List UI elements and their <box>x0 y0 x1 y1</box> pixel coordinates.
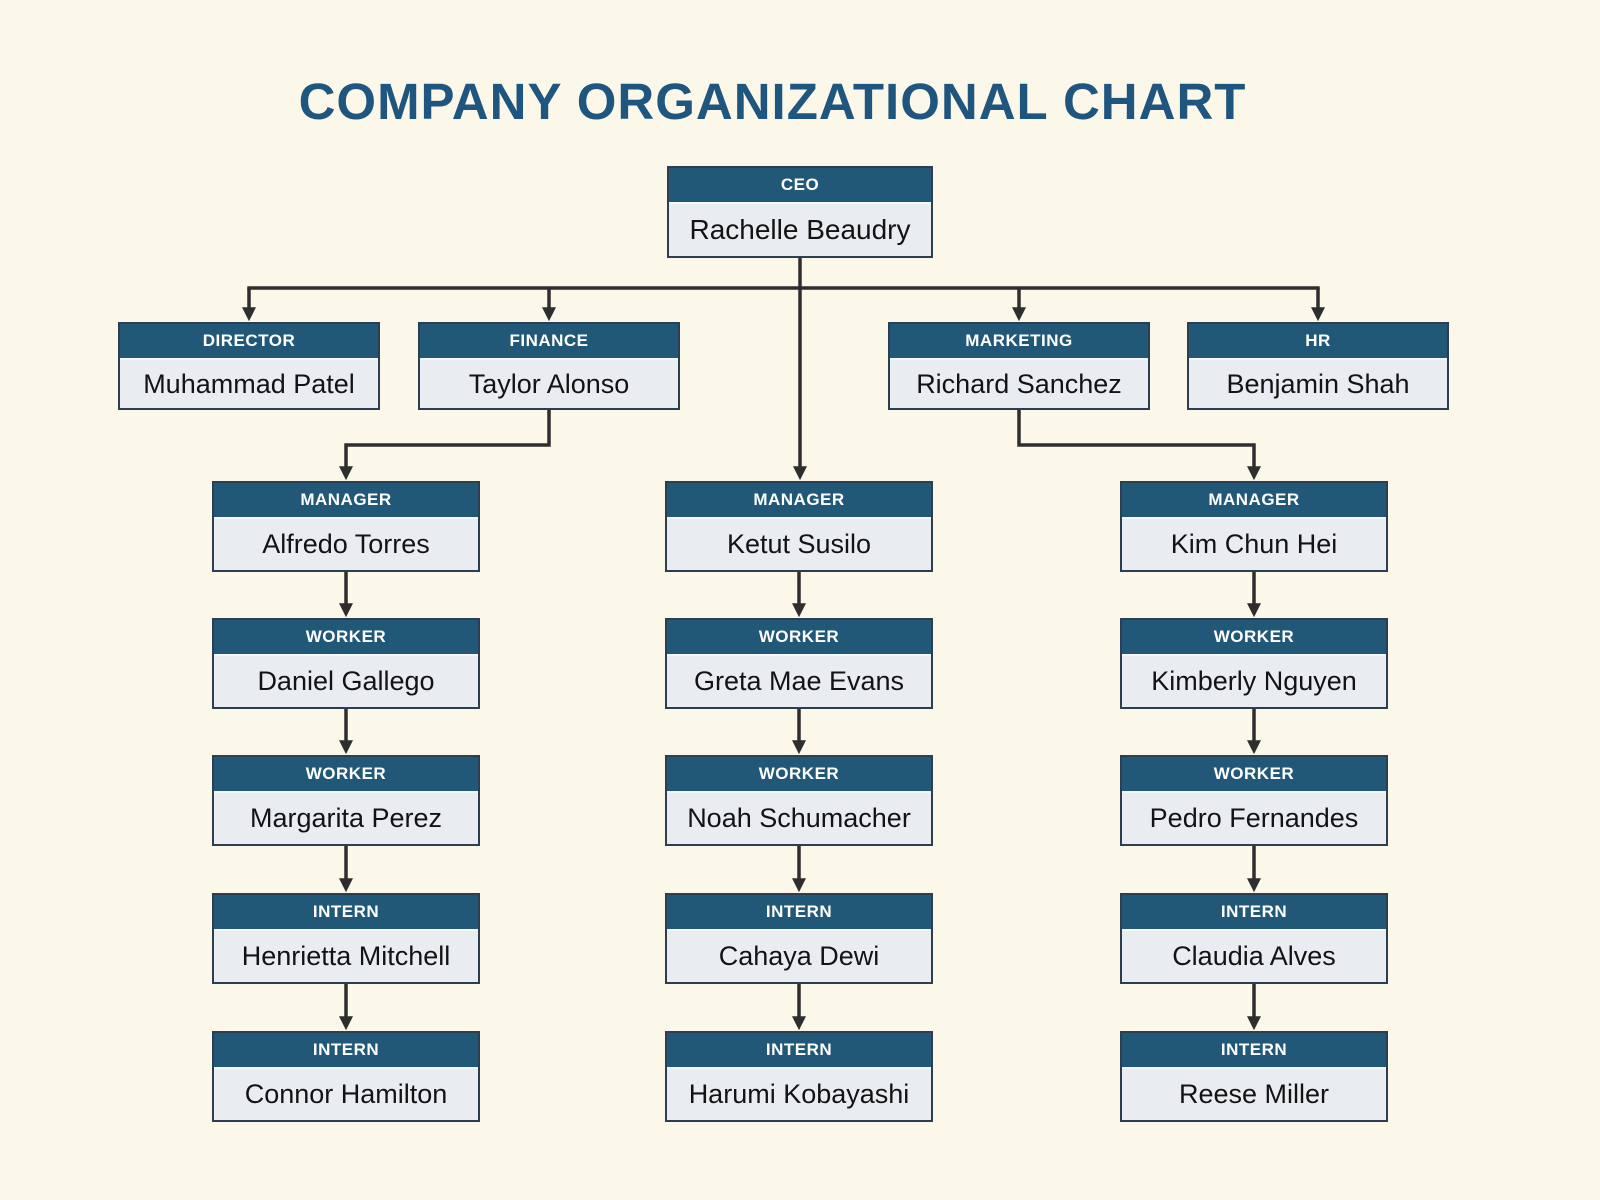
org-node-c3-intern-1: INTERN Claudia Alves <box>1120 893 1388 984</box>
page-title: COMPANY ORGANIZATIONAL CHART <box>298 73 1247 130</box>
person-name: Claudia Alves <box>1172 941 1336 971</box>
org-node-marketing: MARKETING Richard Sanchez <box>888 322 1150 410</box>
org-node-c1-intern-1: INTERN Henrietta Mitchell <box>212 893 480 984</box>
role-label: INTERN <box>667 895 931 931</box>
person-name: Harumi Kobayashi <box>688 1079 910 1109</box>
org-node-c2-intern-2: INTERN Harumi Kobayashi <box>665 1031 933 1122</box>
org-node-director: DIRECTOR Muhammad Patel <box>118 322 380 410</box>
connector-path <box>1017 410 1261 481</box>
person-name: Kimberly Nguyen <box>1151 666 1357 696</box>
person-name: Muhammad Patel <box>143 368 355 399</box>
person-name: Kim Chun Hei <box>1170 529 1338 559</box>
org-node-c3-manager: MANAGER Kim Chun Hei <box>1120 481 1388 572</box>
org-node-hr: HR Benjamin Shah <box>1187 322 1449 410</box>
org-node-c1-intern-2: INTERN Connor Hamilton <box>212 1031 480 1122</box>
role-label: HR <box>1189 324 1447 360</box>
role-label: INTERN <box>1122 895 1386 931</box>
role-label: CEO <box>669 168 931 204</box>
role-label: WORKER <box>667 620 931 656</box>
person-name: Connor Hamilton <box>244 1079 448 1109</box>
person-name: Margarita Perez <box>249 803 443 833</box>
role-label: MANAGER <box>1122 483 1386 519</box>
role-label: WORKER <box>1122 620 1386 656</box>
person-name: Richard Sanchez <box>916 368 1122 399</box>
connector-path <box>339 410 551 481</box>
org-node-c2-intern-1: INTERN Cahaya Dewi <box>665 893 933 984</box>
role-label: WORKER <box>214 620 478 656</box>
org-node-c3-worker-1: WORKER Kimberly Nguyen <box>1120 618 1388 709</box>
role-label: FINANCE <box>420 324 678 360</box>
person-name: Cahaya Dewi <box>718 941 880 971</box>
org-node-c2-worker-1: WORKER Greta Mae Evans <box>665 618 933 709</box>
person-name: Benjamin Shah <box>1226 368 1410 399</box>
org-node-c1-manager: MANAGER Alfredo Torres <box>212 481 480 572</box>
org-node-c1-worker-2: WORKER Margarita Perez <box>212 755 480 846</box>
org-node-c3-worker-2: WORKER Pedro Fernandes <box>1120 755 1388 846</box>
org-node-c3-intern-2: INTERN Reese Miller <box>1120 1031 1388 1122</box>
org-node-ceo: CEO Rachelle Beaudry <box>667 166 933 258</box>
role-label: DIRECTOR <box>120 324 378 360</box>
role-label: INTERN <box>667 1033 931 1069</box>
org-node-c2-worker-2: WORKER Noah Schumacher <box>665 755 933 846</box>
person-name: Henrietta Mitchell <box>241 941 451 971</box>
person-name: Pedro Fernandes <box>1149 803 1359 833</box>
role-label: WORKER <box>214 757 478 793</box>
role-label: WORKER <box>1122 757 1386 793</box>
role-label: MANAGER <box>214 483 478 519</box>
org-node-c2-manager: MANAGER Ketut Susilo <box>665 481 933 572</box>
role-label: INTERN <box>214 1033 478 1069</box>
person-name: Alfredo Torres <box>262 529 430 559</box>
person-name: Rachelle Beaudry <box>689 214 911 245</box>
person-name: Taylor Alonso <box>468 368 630 399</box>
person-name: Reese Miller <box>1178 1079 1330 1109</box>
person-name: Ketut Susilo <box>726 529 872 559</box>
person-name: Daniel Gallego <box>257 666 435 696</box>
role-label: MARKETING <box>890 324 1148 360</box>
person-name: Greta Mae Evans <box>693 666 905 696</box>
org-node-finance: FINANCE Taylor Alonso <box>418 322 680 410</box>
person-name: Noah Schumacher <box>687 803 911 833</box>
role-label: WORKER <box>667 757 931 793</box>
role-label: INTERN <box>1122 1033 1386 1069</box>
role-label: INTERN <box>214 895 478 931</box>
role-label: MANAGER <box>667 483 931 519</box>
org-node-c1-worker-1: WORKER Daniel Gallego <box>212 618 480 709</box>
